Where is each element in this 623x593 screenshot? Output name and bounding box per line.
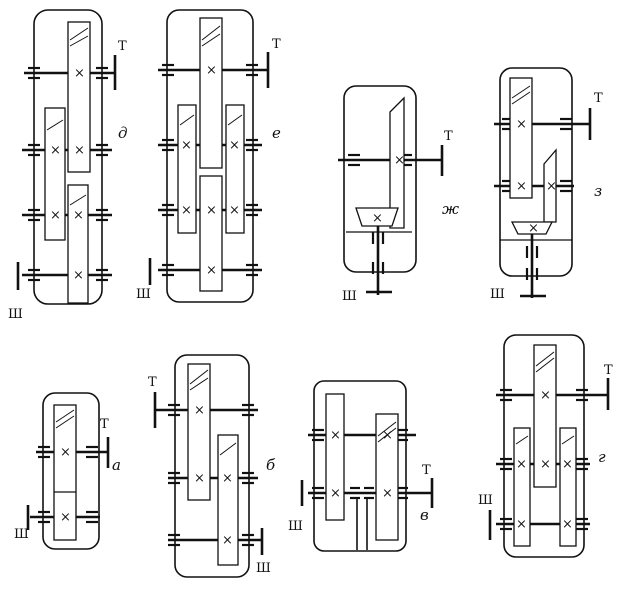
- svg-text:×: ×: [74, 143, 85, 158]
- scheme-caption: а: [112, 456, 121, 474]
- scheme-caption: г: [598, 448, 606, 466]
- scheme-g: × × × × × × Т Ш г: [478, 334, 613, 558]
- svg-text:×: ×: [73, 268, 84, 283]
- housing: [174, 354, 250, 578]
- svg-text:×: ×: [546, 179, 557, 194]
- scheme-a: × × Т Ш а: [14, 392, 121, 550]
- svg-text:×: ×: [229, 203, 240, 218]
- svg-text:×: ×: [222, 471, 233, 486]
- housing: [343, 85, 417, 273]
- svg-text:×: ×: [194, 403, 205, 418]
- svg-text:×: ×: [73, 208, 84, 223]
- svg-text:×: ×: [74, 66, 85, 81]
- input-label: Т: [148, 375, 157, 390]
- output-label: Ш: [136, 287, 151, 302]
- svg-text:×: ×: [382, 428, 393, 443]
- svg-text:×: ×: [330, 428, 341, 443]
- housing: [166, 9, 254, 303]
- scheme-caption: д: [118, 124, 128, 142]
- scheme-d: × × × × × × Т Ш д: [8, 9, 128, 322]
- input-label: Т: [272, 37, 281, 52]
- svg-text:×: ×: [516, 117, 527, 132]
- svg-text:×: ×: [516, 517, 527, 532]
- svg-text:×: ×: [394, 153, 405, 168]
- svg-text:×: ×: [382, 486, 393, 501]
- scheme-caption: ж: [442, 200, 459, 218]
- svg-text:×: ×: [50, 143, 61, 158]
- svg-text:×: ×: [528, 221, 539, 236]
- svg-text:×: ×: [372, 211, 383, 226]
- svg-text:×: ×: [206, 263, 217, 278]
- output-label: Ш: [288, 519, 303, 534]
- svg-text:×: ×: [229, 138, 240, 153]
- svg-text:×: ×: [516, 457, 527, 472]
- scheme-caption: з: [594, 182, 602, 200]
- svg-text:×: ×: [562, 517, 573, 532]
- input-label: Т: [100, 417, 109, 432]
- scheme-v: × × × × Т Ш в: [288, 380, 434, 552]
- svg-text:×: ×: [540, 388, 551, 403]
- scheme-caption: е: [272, 124, 281, 142]
- housing: [33, 9, 103, 305]
- svg-text:×: ×: [516, 179, 527, 194]
- scheme-caption: в: [420, 506, 429, 524]
- svg-text:×: ×: [206, 203, 217, 218]
- svg-text:×: ×: [222, 533, 233, 548]
- input-label: Т: [422, 463, 431, 478]
- scheme-z: × × × × Т Ш з: [490, 67, 603, 302]
- svg-text:×: ×: [194, 471, 205, 486]
- svg-text:×: ×: [206, 63, 217, 78]
- output-label: Ш: [490, 287, 505, 302]
- svg-text:×: ×: [50, 208, 61, 223]
- housing: [503, 334, 585, 558]
- input-label: Т: [594, 91, 603, 106]
- svg-text:×: ×: [562, 457, 573, 472]
- svg-text:×: ×: [330, 486, 341, 501]
- output-label: Ш: [478, 493, 493, 508]
- svg-text:×: ×: [60, 510, 71, 525]
- output-label: Ш: [256, 561, 271, 576]
- output-label: Ш: [342, 289, 357, 304]
- svg-text:×: ×: [60, 445, 71, 460]
- scheme-zh: × × Т Ш ж: [338, 85, 459, 304]
- output-label: Ш: [8, 307, 23, 322]
- scheme-caption: б: [266, 456, 276, 474]
- scheme-e: × × × × × × × Т Ш е: [136, 9, 281, 303]
- output-label: Ш: [14, 527, 29, 542]
- input-label: Т: [604, 363, 613, 378]
- svg-text:×: ×: [181, 203, 192, 218]
- svg-text:×: ×: [540, 457, 551, 472]
- housing: [313, 380, 407, 552]
- housing: [42, 392, 100, 550]
- input-label: Т: [444, 129, 453, 144]
- svg-text:×: ×: [181, 138, 192, 153]
- input-label: Т: [118, 39, 127, 54]
- scheme-b: × × × × Т Ш б: [148, 354, 276, 578]
